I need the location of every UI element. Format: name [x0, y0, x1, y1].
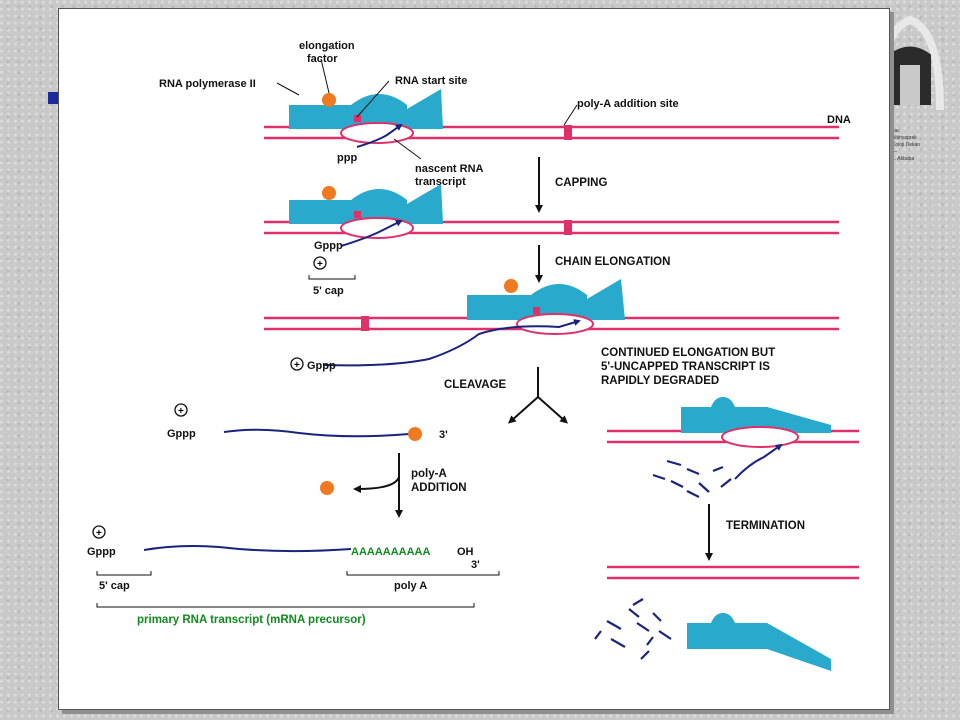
arrow-factor-release	[353, 476, 400, 493]
rna-polymerase-ii	[467, 279, 625, 320]
label-3-prime: 3'	[439, 429, 448, 441]
branch-cleaved-transcript: + Gppp 3'	[167, 403, 448, 441]
label-poly-a: poly A	[394, 580, 427, 592]
label-addition: ADDITION	[411, 482, 467, 494]
label-primary-transcript: primary RNA transcript (mRNA precursor)	[137, 614, 366, 626]
row-termination	[594, 565, 859, 671]
step-chain-elongation: CHAIN ELONGATION	[555, 256, 670, 268]
arrow-cleavage-right	[537, 396, 568, 424]
label-polya-site: poly-A addition site	[577, 98, 679, 110]
label-ppp: ppp	[337, 152, 357, 164]
rna-polymerase-ii	[681, 397, 831, 433]
rna-polymerase-ii	[289, 184, 443, 224]
elongation-factor	[504, 279, 518, 293]
step-continued-3: RAPIDLY DEGRADED	[601, 375, 719, 387]
arrow-cleavage-left	[508, 396, 539, 424]
rna-polymerase-ii	[289, 89, 443, 129]
degraded-fragments	[652, 459, 732, 498]
label-3-prime: 3'	[471, 559, 480, 571]
elongation-factor	[322, 93, 336, 107]
elongation-factor	[322, 186, 336, 200]
step-capping: CAPPING	[555, 177, 607, 189]
background-logo-text: Ilac Altinyaprak Koloji Dekan — ... Akba…	[892, 128, 921, 162]
label-gppp: Gppp	[314, 240, 343, 252]
nascent-rna	[340, 220, 403, 247]
row-initiation: elongation factor RNA polymerase II RNA …	[159, 40, 851, 188]
cleaved-rna	[223, 428, 410, 438]
label-factor: factor	[307, 53, 338, 65]
mrna-body	[143, 545, 352, 553]
released-factor	[320, 481, 334, 495]
label-oh: OH	[457, 546, 474, 558]
step-termination: TERMINATION	[726, 520, 805, 532]
label-5-cap: 5' cap	[99, 580, 130, 592]
cap-symbol-text: +	[294, 360, 300, 371]
step-continued-1: CONTINUED ELONGATION BUT	[601, 347, 775, 359]
polya-site-marker	[564, 125, 572, 140]
nascent-rna	[356, 123, 403, 148]
label-polya: poly-A	[411, 468, 447, 480]
transcription-diagram: elongation factor RNA polymerase II RNA …	[87, 40, 859, 671]
row-elongation: + Gppp	[264, 279, 839, 372]
label-transcript: transcript	[415, 176, 466, 188]
label-5-cap: 5' cap	[313, 285, 344, 297]
label-gppp: Gppp	[307, 360, 336, 372]
label-gppp: Gppp	[167, 428, 196, 440]
cap-symbol-icon	[313, 256, 327, 270]
elongation-factor-released	[408, 427, 422, 441]
uncapped-rna	[734, 443, 783, 480]
nascent-rna	[322, 319, 581, 367]
cap-symbol-icon	[174, 403, 188, 417]
cap-symbol-icon	[92, 525, 106, 539]
cap-symbol-text: +	[178, 406, 184, 417]
label-gppp: Gppp	[87, 546, 116, 558]
row-capping: Gppp + 5' cap	[264, 184, 839, 297]
label-rna-polymerase: RNA polymerase II	[159, 78, 256, 90]
label-dna: DNA	[827, 114, 851, 126]
step-cleavage: CLEAVAGE	[444, 379, 507, 391]
label-rna-start: RNA start site	[395, 75, 467, 87]
rna-start-marker	[354, 115, 361, 122]
degraded-fragments	[594, 598, 672, 660]
cap-symbol-text: +	[96, 528, 102, 539]
cap-symbol-icon	[290, 357, 304, 371]
label-nascent: nascent RNA	[415, 163, 484, 175]
label-elongation: elongation	[299, 40, 355, 52]
cap-symbol-text: +	[317, 259, 323, 270]
slide-bullet	[48, 92, 60, 104]
rna-polymerase-ii-released	[687, 613, 831, 671]
branch-degradation	[607, 397, 859, 498]
primary-transcript: + Gppp AAAAAAAAAA OH 3' 5' cap poly A pr…	[87, 525, 500, 626]
polya-tail: AAAAAAAAAA	[351, 546, 430, 558]
step-continued-2: 5'-UNCAPPED TRANSCRIPT IS	[601, 361, 770, 373]
diagram-panel: elongation factor RNA polymerase II RNA …	[58, 8, 890, 710]
